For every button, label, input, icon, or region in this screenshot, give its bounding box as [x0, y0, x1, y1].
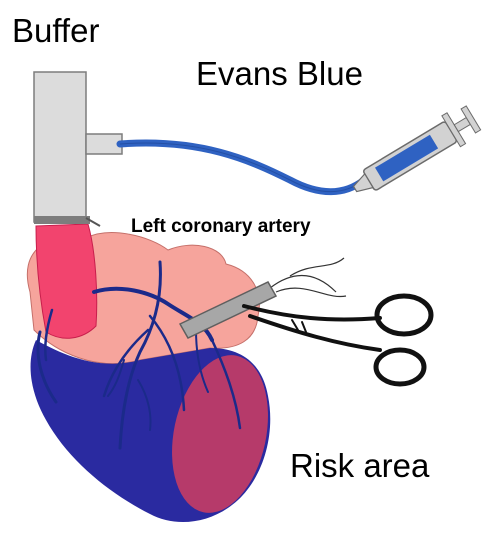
cannula-collar	[34, 216, 90, 224]
left-coronary-artery-label: Left coronary artery	[131, 216, 311, 238]
evans-blue-label: Evans Blue	[196, 55, 363, 93]
forceps-icon	[244, 296, 431, 384]
suture-threads	[270, 258, 346, 297]
cannula	[34, 72, 86, 222]
risk-area-label: Risk area	[290, 447, 429, 485]
forceps-ring-lower	[376, 350, 424, 384]
dye-tube	[120, 143, 364, 192]
forceps-ring-upper	[377, 296, 431, 334]
syringe-icon	[346, 102, 483, 204]
dye-tube-outline	[120, 143, 364, 192]
buffer-label: Buffer	[12, 12, 99, 50]
aorta	[36, 224, 97, 338]
